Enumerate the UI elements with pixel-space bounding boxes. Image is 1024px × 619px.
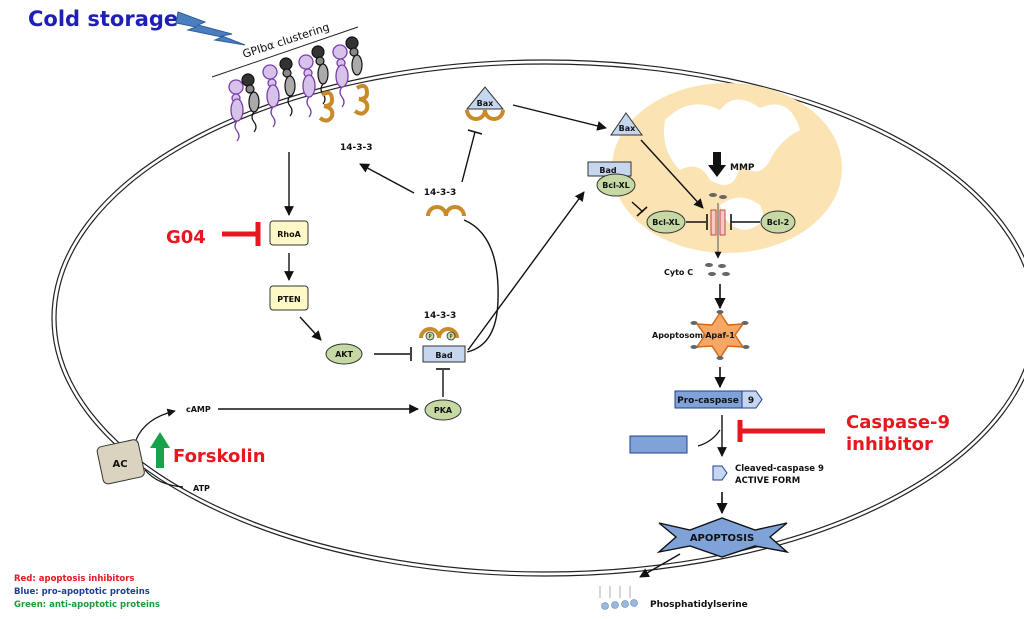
cytoc-dot xyxy=(709,193,717,197)
forskolin-label: Forskolin xyxy=(173,446,266,467)
ac-node xyxy=(96,439,145,485)
legend: Red: apoptosis inhibitors Blue: pro-apop… xyxy=(14,574,160,610)
cyto-1433-protein xyxy=(426,205,466,217)
procaspase-tag xyxy=(741,390,763,409)
ac-label: AC xyxy=(112,459,127,470)
apoptosis-label: APOPTOSIS xyxy=(690,533,754,544)
bcl2-label: Bcl-2 xyxy=(767,218,789,227)
arrow-bad-mito xyxy=(467,191,585,351)
bad-cyto-label: Bad xyxy=(435,351,452,360)
bclxl-node xyxy=(646,210,686,234)
procaspase-number: 9 xyxy=(748,396,754,406)
clustering-bar xyxy=(211,26,359,78)
bclxl-bound-label: Bcl-XL xyxy=(602,181,630,190)
phosphatidylserine-icon xyxy=(599,586,638,610)
bax-bound-label: Bax xyxy=(477,99,494,108)
procaspase-label: Pro-caspase xyxy=(677,396,739,406)
rhoa-node xyxy=(269,220,309,246)
bad-cyto-node xyxy=(422,345,466,363)
casp9-inhibitor-label-2: inhibitor xyxy=(846,434,933,455)
phospho-1 xyxy=(425,331,435,341)
pka-label: PKA xyxy=(434,406,453,415)
inhibit-1433-bax-bar xyxy=(467,129,483,135)
akt-label: AKT xyxy=(335,350,353,359)
phosphatidylserine-label: Phosphatidylserine xyxy=(650,600,748,610)
pore-left xyxy=(710,209,717,236)
legend-blue: Blue: pro-apoptotic proteins xyxy=(14,587,150,597)
mmp-arrow-icon xyxy=(708,152,726,177)
mmp-label: MMP xyxy=(730,163,755,173)
g04-label: G04 xyxy=(166,227,206,248)
cleaved-caspase-label-2: ACTIVE FORM xyxy=(735,476,800,486)
bclxl-bound-node xyxy=(596,173,636,197)
cytoc-dots xyxy=(705,263,730,276)
phospho-1-label: P xyxy=(428,334,431,340)
lightning-icon xyxy=(175,11,246,46)
bclxl-label: Bcl-XL xyxy=(652,218,680,227)
inhibit-bclxl-bclxl-bar xyxy=(636,206,648,217)
inhibit-bclxl-bclxl xyxy=(631,201,644,213)
akt-node xyxy=(325,343,363,365)
apoptosis-node xyxy=(656,517,790,558)
apoptosome-dots xyxy=(690,310,750,360)
phospho-2-label: P xyxy=(449,334,452,340)
bad-1433-label: 14-3-3 xyxy=(424,311,457,321)
arrow-bax-pore xyxy=(640,139,704,209)
forskolin-up-arrow-icon xyxy=(150,432,170,468)
cleaved-caspase-node xyxy=(712,465,728,481)
apoptosome-label: Apoptosome xyxy=(652,331,709,340)
arrow-bax-mito xyxy=(512,104,607,131)
apaf1-label: Apaf-1 xyxy=(705,331,735,340)
bad-mito-label: Bad xyxy=(599,166,616,175)
casp9-inhibitor-label-1: Caspase-9 xyxy=(846,412,950,433)
phospho-2 xyxy=(446,331,456,341)
membrane-1433-label: 14-3-3 xyxy=(340,143,373,153)
legend-red: Red: apoptosis inhibitors xyxy=(14,574,134,584)
camp-label: cAMP xyxy=(186,405,211,414)
atp-label: ATP xyxy=(193,484,210,493)
mitochondrion xyxy=(612,83,842,253)
gpib-receptors xyxy=(228,36,370,142)
arrow-apoptosis-ps xyxy=(639,553,681,578)
pore-right xyxy=(719,209,726,236)
cold-storage-label: Cold storage xyxy=(28,7,178,31)
bax-1433-protein xyxy=(465,109,505,121)
cyto-1433-label: 14-3-3 xyxy=(424,188,457,198)
inhibit-1433-bax xyxy=(461,131,476,183)
arrow-ac-camp xyxy=(135,408,176,441)
cleaved-caspase-label-1: Cleaved-caspase 9 xyxy=(735,464,824,474)
cytoc-label: Cyto C xyxy=(664,268,693,277)
pten-node xyxy=(269,285,309,311)
cleaved-fragment xyxy=(629,435,688,454)
bad-1433-protein xyxy=(419,327,459,339)
arrow-pten-akt xyxy=(299,316,322,341)
cell-membrane xyxy=(51,59,1024,577)
bax-mito-node xyxy=(610,112,643,136)
pten-label: PTEN xyxy=(277,295,300,304)
curve-1433-bad xyxy=(463,219,499,353)
rhoa-label: RhoA xyxy=(277,230,301,239)
bax-bound-node xyxy=(465,86,505,110)
cleavage-curve xyxy=(697,429,721,447)
pka-node xyxy=(424,399,462,421)
bax-mito-label: Bax xyxy=(619,124,636,133)
legend-green: Green: anti-apoptotic proteins xyxy=(14,600,160,610)
line-atp-ac xyxy=(144,469,184,488)
bcl2-node xyxy=(760,210,796,234)
arrow-1433-membrane xyxy=(359,163,415,194)
cytoc-dot xyxy=(719,195,727,199)
